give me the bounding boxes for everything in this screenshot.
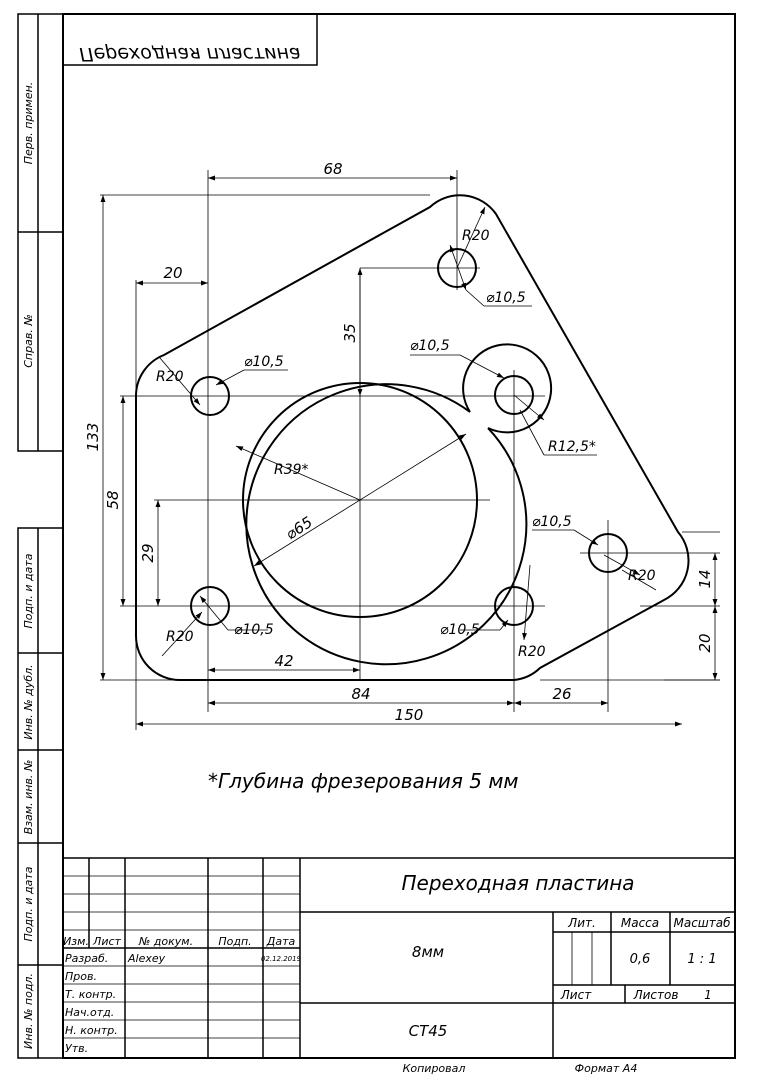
developer-name: Alexey: [127, 952, 166, 965]
role-n-kontr: Н. контр.: [65, 1024, 118, 1037]
dim-r12-5: R12,5*: [548, 439, 596, 455]
dim-hole-br: ⌀10,5: [440, 622, 480, 638]
dim-hole-left: ⌀10,5: [244, 354, 284, 370]
top-title-mirrored: Переходная пластина: [79, 43, 300, 65]
dim-r20-bottom: R20: [518, 644, 546, 660]
dim-hole-mid: ⌀10,5: [410, 338, 450, 354]
title-block-thickness: 8мм: [412, 943, 444, 961]
side-label-sprav: Справ. №: [22, 314, 35, 368]
developer-date: 02.12.2019: [261, 955, 302, 963]
dim-35: 35: [341, 323, 359, 342]
dim-84: 84: [351, 685, 370, 703]
dim-29: 29: [139, 543, 157, 562]
dim-133: 133: [84, 423, 102, 452]
dim-hole-right: ⌀10,5: [532, 514, 572, 530]
dim-58: 58: [104, 490, 122, 509]
title-block-name: Переходная пластина: [401, 871, 634, 895]
role-nach-otd: Нач.отд.: [65, 1006, 114, 1019]
extension-lines: [100, 170, 720, 730]
sheets-label: Листов: [633, 988, 679, 1002]
header-massa: Масса: [621, 916, 659, 930]
sheet-label: Лист: [560, 988, 592, 1002]
dimension-texts: 68 20 35 133 58 29 42 84 26 150 14 20 R2…: [84, 160, 714, 724]
dim-42: 42: [274, 652, 293, 670]
dim-r39: R39*: [274, 462, 309, 478]
title-block: Переходная пластина 8мм СТ45 Изм. Лист №…: [63, 857, 735, 1058]
header-podp: Подп.: [218, 935, 251, 948]
side-label-inv-dubl: Инв. № дубл.: [22, 664, 35, 739]
side-label-podp-data-1: Подп. и дата: [22, 553, 35, 628]
dim-r20-top: R20: [462, 228, 490, 244]
dimension-lines: [100, 175, 718, 727]
sheet-frame: [17, 13, 736, 1059]
role-razrab: Разраб.: [65, 952, 108, 965]
dim-r20-left-bottom: R20: [166, 629, 194, 645]
mass-value: 0,6: [630, 952, 651, 967]
dim-68: 68: [323, 160, 342, 178]
footer-kopiroval: Копировал: [403, 1062, 466, 1075]
side-label-podp-data-2: Подп. и дата: [22, 866, 35, 941]
sheets-count: 1: [704, 988, 712, 1002]
role-prov: Пров.: [65, 970, 97, 983]
milling-depth-note: *Глубина фрезерования 5 мм: [208, 769, 519, 793]
scale-value: 1 : 1: [687, 952, 716, 967]
milled-pocket: [242, 343, 553, 666]
header-lit: Лит.: [567, 916, 596, 930]
dim-hole-top: ⌀10,5: [486, 290, 526, 306]
dim-20-top: 20: [163, 264, 182, 282]
dim-20-right: 20: [696, 633, 714, 652]
header-izm: Изм.: [63, 935, 89, 948]
header-list: Лист: [92, 935, 121, 948]
side-label-vzam-inv: Взам. инв. №: [22, 760, 35, 835]
dim-hole-bl: ⌀10,5: [234, 622, 274, 638]
dim-150: 150: [395, 706, 424, 724]
header-data: Дата: [266, 935, 296, 948]
dim-r20-left-top: R20: [156, 369, 184, 385]
title-block-material: СТ45: [409, 1022, 448, 1040]
dim-r20-right: R20: [628, 568, 656, 584]
role-t-kontr: Т. контр.: [65, 988, 116, 1001]
dim-14: 14: [696, 569, 714, 588]
footer-format: Формат А4: [575, 1062, 638, 1075]
role-utv: Утв.: [65, 1042, 88, 1055]
side-label-inv-podl: Инв. № подл.: [22, 973, 35, 1049]
dim-26: 26: [552, 685, 571, 703]
side-label-perv-primen: Перв. примен.: [22, 82, 35, 165]
dim-d65: ⌀65: [282, 513, 315, 543]
header-doc-no: № докум.: [138, 935, 193, 948]
header-masshtab: Масштаб: [673, 916, 731, 930]
mounting-holes: [190, 248, 628, 626]
